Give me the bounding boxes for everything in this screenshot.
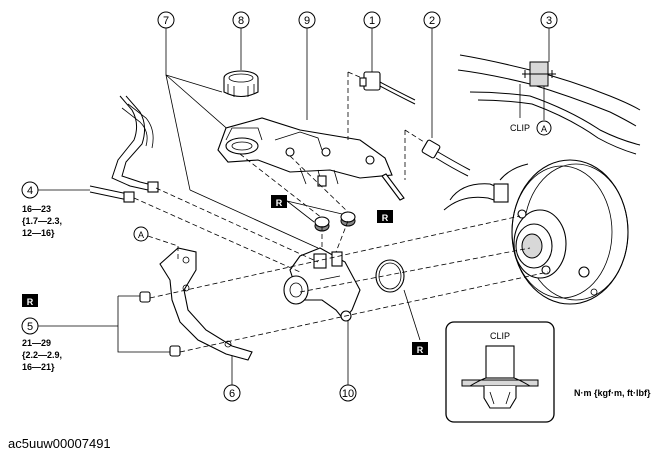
svg-text:21—29: 21—29: [22, 338, 51, 348]
callout-3: 3: [540, 11, 558, 29]
svg-text:8: 8: [238, 15, 244, 27]
brake-booster: [499, 159, 629, 305]
clip-detail-inset: CLIP: [445, 321, 555, 423]
svg-text:3: 3: [546, 15, 552, 27]
o-ring: [375, 259, 405, 293]
svg-text:A: A: [541, 124, 547, 134]
svg-text:4: 4: [27, 185, 33, 197]
reservoir-cap: [223, 70, 259, 98]
callout-ref-a-top: A: [536, 120, 552, 136]
svg-text:16—21}: 16—21}: [22, 362, 55, 372]
svg-text:9: 9: [304, 15, 310, 27]
callout-6: 6: [223, 384, 241, 402]
svg-text:1: 1: [369, 15, 375, 27]
callout-4: 4: [21, 181, 39, 199]
clip-label-top: CLIP: [510, 123, 530, 133]
callout-10: 10: [339, 384, 357, 402]
callout-1: 1: [363, 11, 381, 29]
replace-marker-grommets: R: [271, 195, 343, 223]
mounting-nuts: [139, 291, 181, 357]
svg-text:R: R: [382, 213, 389, 223]
brake-pipe-bracket: [457, 54, 641, 155]
callout-5: 5: [21, 317, 39, 335]
replace-marker-pin: R: [377, 210, 393, 223]
reservoir-grommets: [314, 211, 356, 232]
image-id-caption: ac5uuw00007491: [8, 436, 111, 451]
callout-2: 2: [423, 11, 441, 29]
svg-text:2: 2: [429, 15, 435, 27]
svg-text:R: R: [276, 198, 283, 208]
svg-text:12—16}: 12—16}: [22, 228, 55, 238]
torque-spec-5: 21—29 {2.2—2.9, 16—21}: [22, 338, 62, 372]
vacuum-hose: [443, 183, 509, 211]
svg-text:R: R: [417, 345, 424, 355]
replace-marker-nuts: R: [22, 294, 38, 307]
svg-text:16—23: 16—23: [22, 204, 51, 214]
reservoir-pin: [381, 173, 405, 201]
callout-9: 9: [298, 11, 316, 29]
master-cylinder: [283, 247, 361, 322]
brake-fluid-reservoir: [217, 117, 393, 187]
svg-text:{2.2—2.9,: {2.2—2.9,: [22, 350, 62, 360]
callout-7: 7: [157, 11, 175, 29]
brake-assembly-diagram: 7 8 9 1 2 3: [21, 11, 651, 423]
vacuum-hose-fitting: [421, 139, 471, 177]
svg-text:7: 7: [163, 15, 169, 27]
clip-label-inset: CLIP: [490, 331, 510, 341]
svg-text:A: A: [138, 230, 144, 240]
svg-text:6: 6: [229, 388, 235, 400]
svg-text:5: 5: [27, 321, 33, 333]
svg-text:R: R: [27, 297, 34, 307]
callout-ref-a-lower: A: [133, 226, 149, 242]
fluid-level-sensor-connector: [359, 71, 416, 105]
units-note: N·m {kgf·m, ft·lbf}: [574, 388, 651, 398]
replace-marker-o-ring: R: [412, 342, 428, 355]
callout-8: 8: [232, 11, 250, 29]
svg-text:10: 10: [342, 388, 354, 400]
torque-spec-4: 16—23 {1.7—2.3, 12—16}: [22, 204, 62, 238]
pedal-bracket: [159, 247, 253, 361]
svg-text:{1.7—2.3,: {1.7—2.3,: [22, 216, 62, 226]
brake-pipes: [89, 95, 159, 203]
